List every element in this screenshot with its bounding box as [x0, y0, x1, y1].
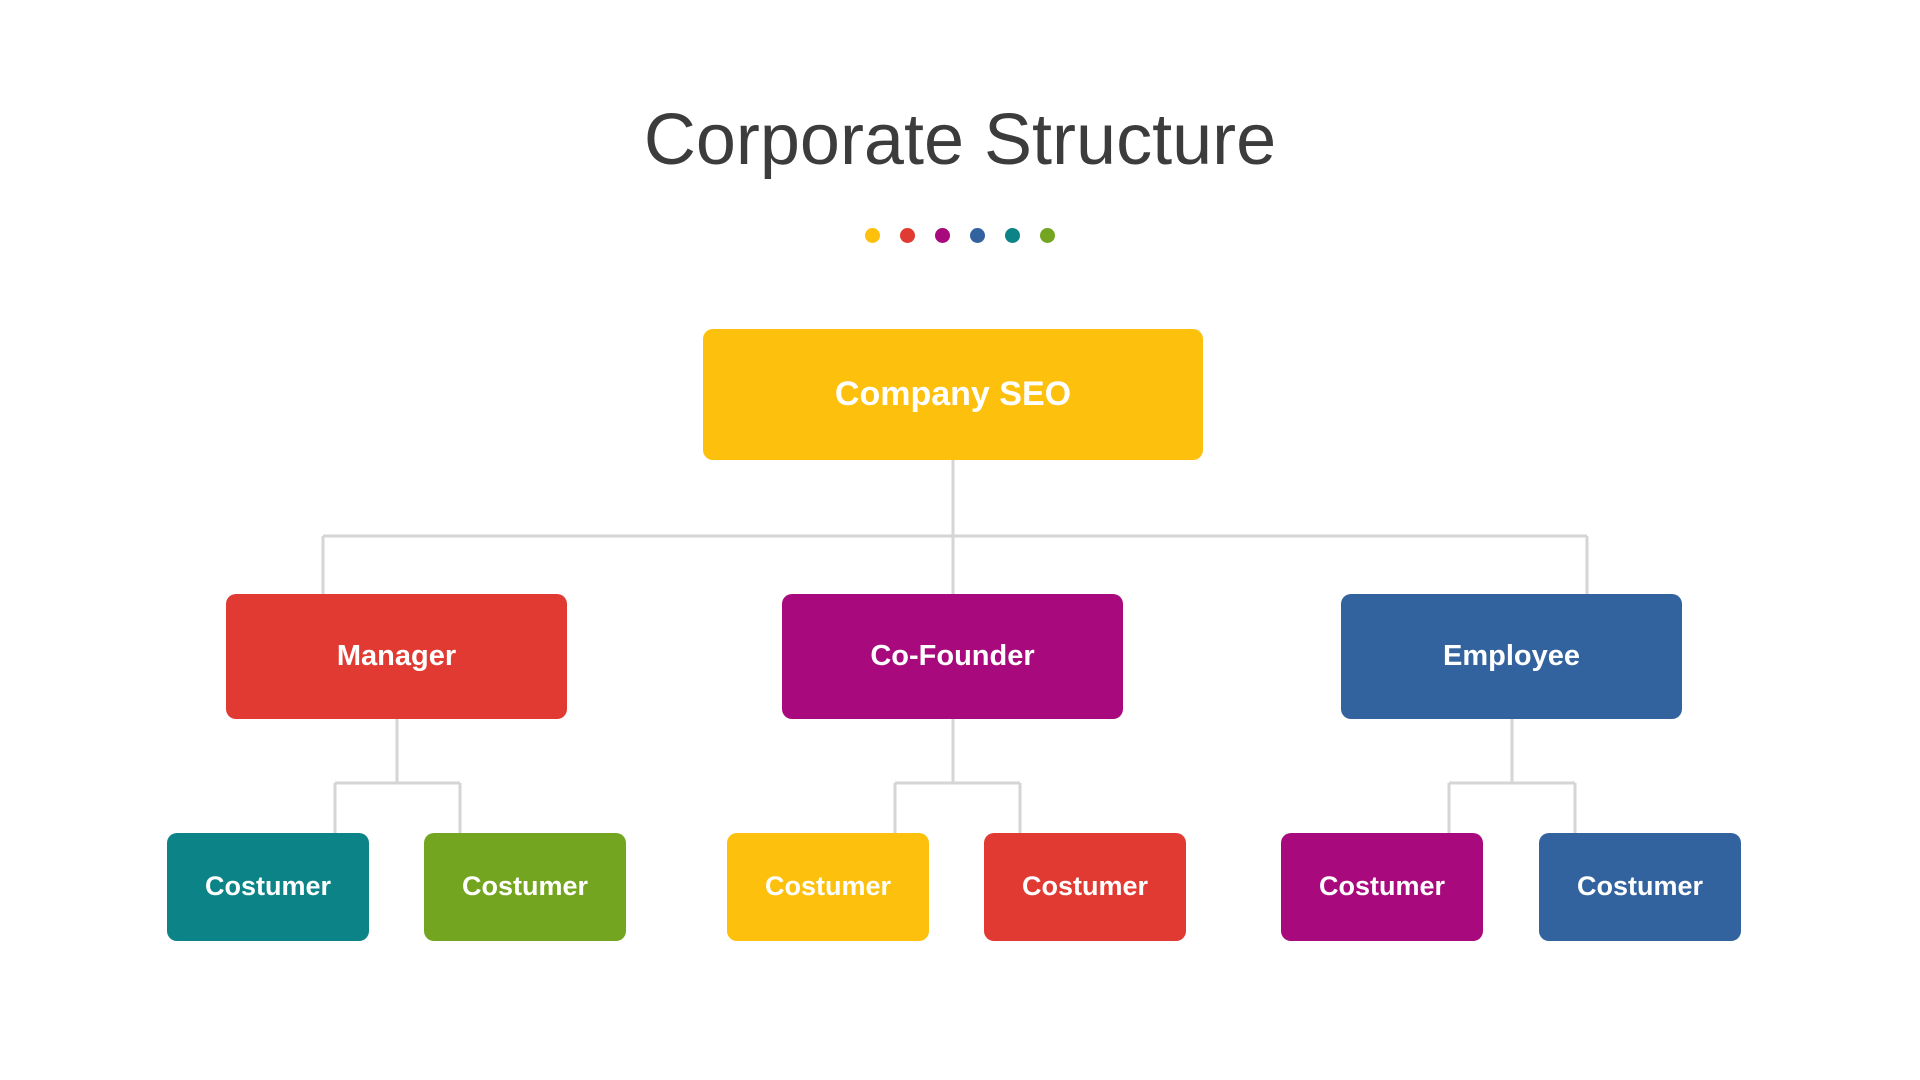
org-node-label: Costumer — [204, 871, 332, 902]
org-node-employee[interactable]: Employee — [1341, 594, 1682, 719]
org-node-label: Costumer — [1021, 871, 1149, 902]
decorative-dot-row — [0, 228, 1920, 243]
org-node-cust-5[interactable]: Costumer — [1281, 833, 1483, 941]
dot-green-icon — [1040, 228, 1055, 243]
org-node-label: Costumer — [1576, 871, 1704, 902]
org-node-cust-6[interactable]: Costumer — [1539, 833, 1741, 941]
dot-blue-icon — [970, 228, 985, 243]
org-node-root[interactable]: Company SEO — [703, 329, 1203, 460]
org-node-cust-2[interactable]: Costumer — [424, 833, 626, 941]
dot-yellow-icon — [865, 228, 880, 243]
org-node-label: Manager — [336, 639, 457, 672]
org-node-cofounder[interactable]: Co-Founder — [782, 594, 1123, 719]
org-node-cust-1[interactable]: Costumer — [167, 833, 369, 941]
org-node-manager[interactable]: Manager — [226, 594, 567, 719]
dot-red-icon — [900, 228, 915, 243]
org-node-label: Co-Founder — [870, 639, 1035, 672]
org-node-cust-3[interactable]: Costumer — [727, 833, 929, 941]
dot-teal-icon — [1005, 228, 1020, 243]
dot-magenta-icon — [935, 228, 950, 243]
org-node-label: Costumer — [764, 871, 892, 902]
page-title: Corporate Structure — [643, 100, 1277, 180]
org-node-label: Costumer — [1318, 871, 1446, 902]
org-node-label: Employee — [1443, 639, 1580, 672]
org-node-cust-4[interactable]: Costumer — [984, 833, 1186, 941]
org-node-label: Costumer — [461, 871, 589, 902]
org-node-label: Company SEO — [834, 374, 1072, 413]
